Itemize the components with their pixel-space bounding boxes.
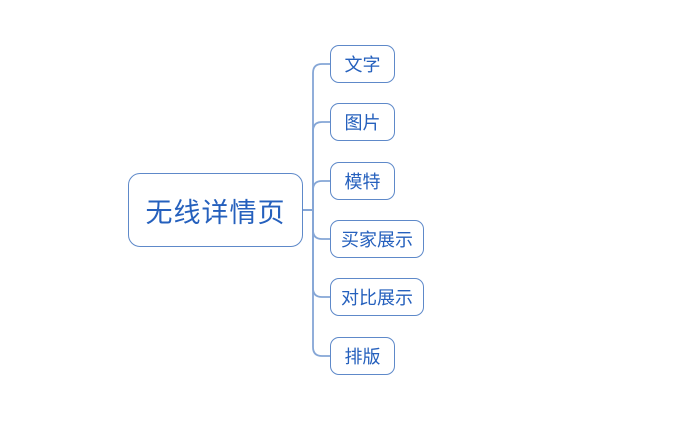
node-label: 对比展示 xyxy=(341,288,413,308)
mindmap-node-maijiazhanshi[interactable]: 买家展示 xyxy=(330,220,424,258)
node-label: 图片 xyxy=(344,113,381,133)
root-node-label: 无线详情页 xyxy=(145,197,286,228)
node-label: 排版 xyxy=(344,347,381,367)
node-label: 买家展示 xyxy=(341,230,413,250)
mindmap-node-mote[interactable]: 模特 xyxy=(330,162,395,200)
node-label: 模特 xyxy=(344,172,381,192)
mindmap-root-node[interactable]: 无线详情页 xyxy=(128,173,303,247)
node-label: 文字 xyxy=(344,55,381,75)
mindmap-node-duibizhanshi[interactable]: 对比展示 xyxy=(330,278,424,316)
mindmap-node-paiban[interactable]: 排版 xyxy=(330,337,395,375)
mindmap-node-tupian[interactable]: 图片 xyxy=(330,103,395,141)
mindmap-node-wenzi[interactable]: 文字 xyxy=(330,45,395,83)
